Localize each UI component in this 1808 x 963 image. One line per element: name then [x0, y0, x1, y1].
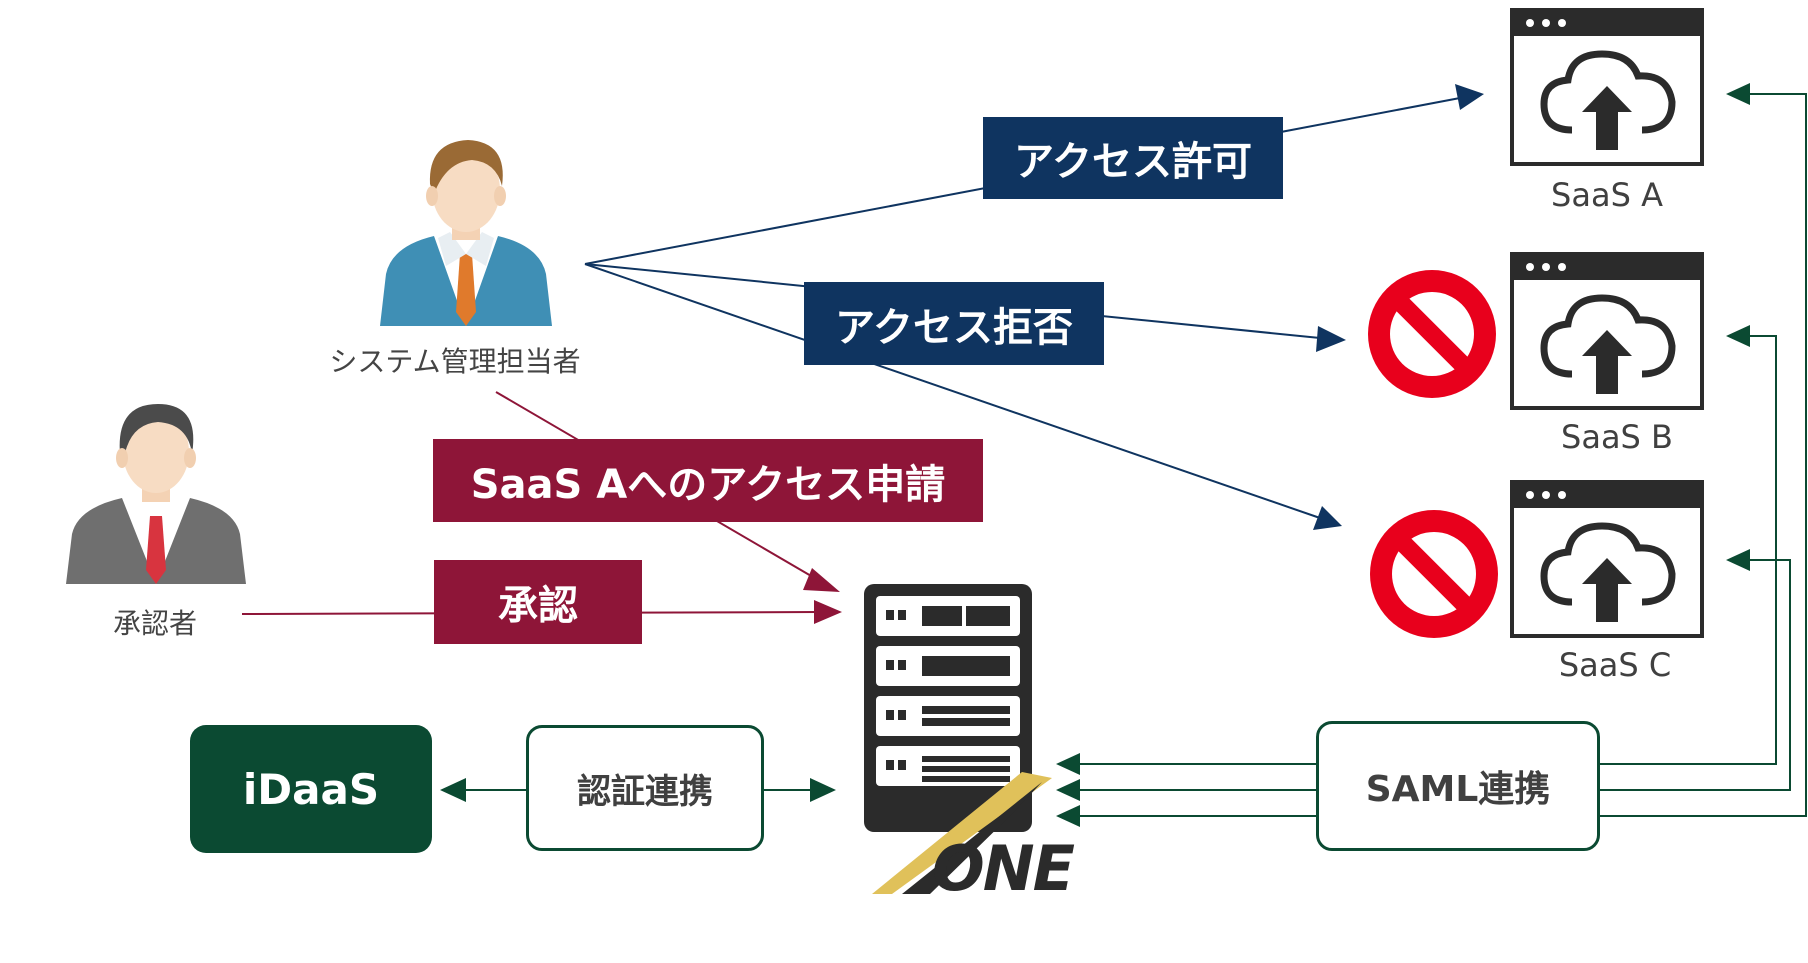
- saml-arrowheads: [1056, 83, 1750, 827]
- approve-label: 承認: [434, 560, 642, 644]
- cloud-upload-window-icon: [1510, 252, 1704, 410]
- cloud-upload-window-icon: [1510, 8, 1704, 166]
- auth-lines: [440, 778, 836, 802]
- server-rack-icon: [864, 584, 1052, 894]
- prohibited-icon: [1370, 510, 1498, 638]
- admin-label: システム管理担当者: [329, 345, 581, 378]
- one-logo-text: ONE: [932, 832, 1075, 905]
- businessman-gray-suit-icon: [66, 404, 246, 584]
- saas-a-label: SaaS A: [1551, 176, 1663, 214]
- access-deny-label: アクセス拒否: [804, 282, 1104, 365]
- approver-label: 承認者: [112, 607, 197, 640]
- auth-link-box: 認証連携: [526, 725, 764, 851]
- cloud-upload-window-icon: [1510, 480, 1704, 638]
- saml-link-box: SAML連携: [1316, 721, 1600, 851]
- saas-b-label: SaaS B: [1561, 418, 1673, 456]
- access-allow-label: アクセス許可: [983, 117, 1283, 199]
- businessman-blue-suit-icon: [380, 140, 552, 326]
- saas-c-label: SaaS C: [1558, 646, 1672, 684]
- idaas-box: iDaaS: [190, 725, 432, 853]
- prohibited-icon: [1368, 270, 1496, 398]
- access-request-label: SaaS Aへのアクセス申請: [433, 439, 983, 522]
